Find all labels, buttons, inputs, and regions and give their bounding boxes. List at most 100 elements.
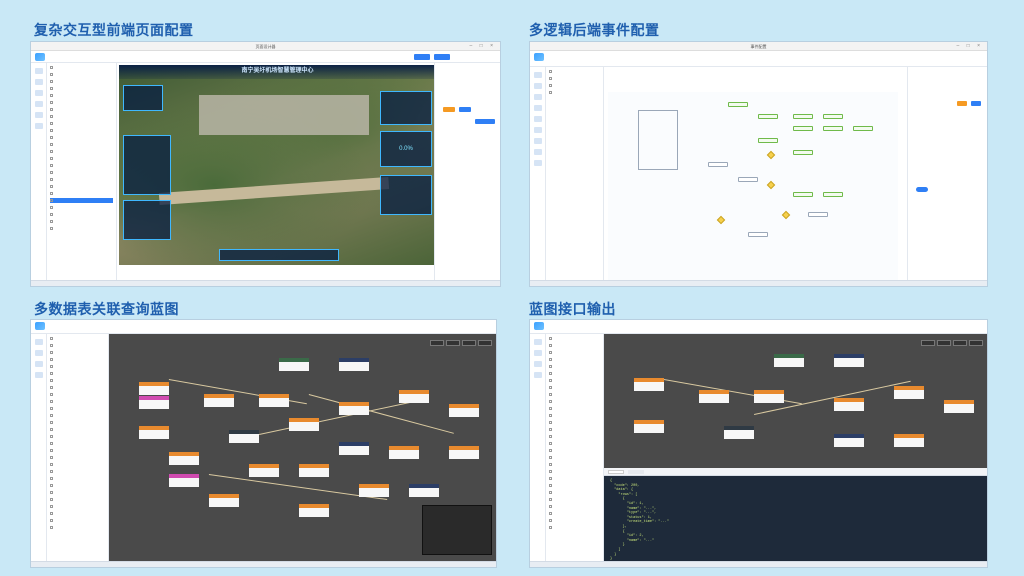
- option-chip[interactable]: [475, 119, 495, 124]
- toolbar-button[interactable]: [462, 340, 476, 346]
- flow-node[interactable]: [823, 192, 843, 197]
- rail-item[interactable]: [533, 83, 542, 89]
- table-row[interactable]: [549, 406, 600, 411]
- table-row[interactable]: [50, 518, 105, 523]
- blueprint-node[interactable]: [699, 390, 729, 403]
- hud-panel[interactable]: [380, 175, 432, 215]
- rail-item[interactable]: [34, 361, 43, 367]
- blueprint-node[interactable]: [209, 494, 239, 507]
- rail-item[interactable]: [34, 79, 43, 85]
- table-row[interactable]: [549, 497, 600, 502]
- blueprint-node[interactable]: [359, 484, 389, 497]
- blueprint-node[interactable]: [299, 464, 329, 477]
- flow-node[interactable]: [738, 177, 758, 182]
- tree-row[interactable]: [549, 83, 600, 88]
- flow-node[interactable]: [748, 232, 768, 237]
- toolbar-button[interactable]: [937, 340, 951, 346]
- flow-node[interactable]: [823, 114, 843, 119]
- window-controls[interactable]: – □ ×: [956, 43, 983, 49]
- blueprint-node[interactable]: [139, 396, 169, 409]
- rail-item[interactable]: [34, 350, 43, 356]
- tree-row[interactable]: [549, 90, 600, 95]
- tree-row[interactable]: [50, 184, 113, 189]
- table-row[interactable]: [549, 434, 600, 439]
- tree-row[interactable]: [50, 191, 113, 196]
- tab-other[interactable]: [628, 470, 644, 474]
- blueprint-node[interactable]: [339, 442, 369, 455]
- table-row[interactable]: [549, 364, 600, 369]
- save-button[interactable]: [434, 54, 450, 60]
- table-row[interactable]: [50, 525, 105, 530]
- hud-panel[interactable]: [380, 91, 432, 125]
- table-row[interactable]: [50, 441, 105, 446]
- table-row[interactable]: [50, 483, 105, 488]
- blueprint-node[interactable]: [169, 474, 199, 487]
- tree-row[interactable]: [50, 142, 113, 147]
- rail-item[interactable]: [533, 105, 542, 111]
- blueprint-node[interactable]: [249, 464, 279, 477]
- table-row[interactable]: [50, 420, 105, 425]
- table-row[interactable]: [549, 343, 600, 348]
- rail-item[interactable]: [34, 112, 43, 118]
- table-row[interactable]: [549, 427, 600, 432]
- table-row[interactable]: [549, 399, 600, 404]
- table-row[interactable]: [50, 357, 105, 362]
- rail-item[interactable]: [533, 94, 542, 100]
- blueprint-node[interactable]: [259, 394, 289, 407]
- window-controls[interactable]: – □ ×: [469, 43, 496, 49]
- table-row[interactable]: [549, 476, 600, 481]
- table-row[interactable]: [50, 511, 105, 516]
- blueprint-node[interactable]: [139, 426, 169, 439]
- rail-item[interactable]: [34, 339, 43, 345]
- table-row[interactable]: [50, 497, 105, 502]
- tree-row[interactable]: [50, 226, 113, 231]
- table-row[interactable]: [50, 462, 105, 467]
- tree-row[interactable]: [50, 72, 113, 77]
- table-row[interactable]: [50, 385, 105, 390]
- rail-item[interactable]: [533, 149, 542, 155]
- flow-node[interactable]: [793, 126, 813, 131]
- table-row[interactable]: [549, 455, 600, 460]
- rail-item[interactable]: [533, 127, 542, 133]
- flow-decision[interactable]: [766, 180, 776, 190]
- tree-row[interactable]: [50, 107, 113, 112]
- blueprint-node[interactable]: [634, 378, 664, 391]
- blueprint-node[interactable]: [289, 418, 319, 431]
- table-row[interactable]: [50, 350, 105, 355]
- toolbar-button[interactable]: [921, 340, 935, 346]
- tab-result[interactable]: [608, 470, 624, 474]
- table-row[interactable]: [549, 511, 600, 516]
- table-row[interactable]: [50, 427, 105, 432]
- hud-panel[interactable]: [123, 135, 171, 195]
- blueprint-node[interactable]: [339, 402, 369, 415]
- blueprint-canvas[interactable]: [109, 334, 496, 563]
- blueprint-node[interactable]: [774, 354, 804, 367]
- blueprint-node[interactable]: [754, 390, 784, 403]
- rail-item[interactable]: [533, 361, 542, 367]
- table-row[interactable]: [549, 462, 600, 467]
- blueprint-node[interactable]: [279, 358, 309, 371]
- toolbar-button[interactable]: [969, 340, 983, 346]
- blueprint-node[interactable]: [894, 386, 924, 399]
- dashboard-canvas[interactable]: 南宁吴圩机场智慧管理中心 0.0%: [119, 65, 436, 265]
- table-row[interactable]: [549, 371, 600, 376]
- toolbar-button[interactable]: [478, 340, 492, 346]
- flow-decision[interactable]: [716, 215, 726, 225]
- rail-item[interactable]: [34, 68, 43, 74]
- rail-item[interactable]: [533, 72, 542, 78]
- blueprint-node[interactable]: [944, 400, 974, 413]
- event-flow-canvas[interactable]: [608, 92, 898, 282]
- rail-item[interactable]: [34, 90, 43, 96]
- confirm-button[interactable]: [971, 101, 981, 106]
- tree-row[interactable]: [50, 170, 113, 175]
- blueprint-node[interactable]: [339, 358, 369, 371]
- table-row[interactable]: [50, 434, 105, 439]
- flow-node[interactable]: [758, 138, 778, 143]
- tree-row[interactable]: [50, 212, 113, 217]
- blueprint-node[interactable]: [449, 404, 479, 417]
- tree-row[interactable]: [50, 156, 113, 161]
- table-row[interactable]: [50, 469, 105, 474]
- table-row[interactable]: [549, 483, 600, 488]
- table-row[interactable]: [50, 448, 105, 453]
- option-chip[interactable]: [459, 107, 471, 112]
